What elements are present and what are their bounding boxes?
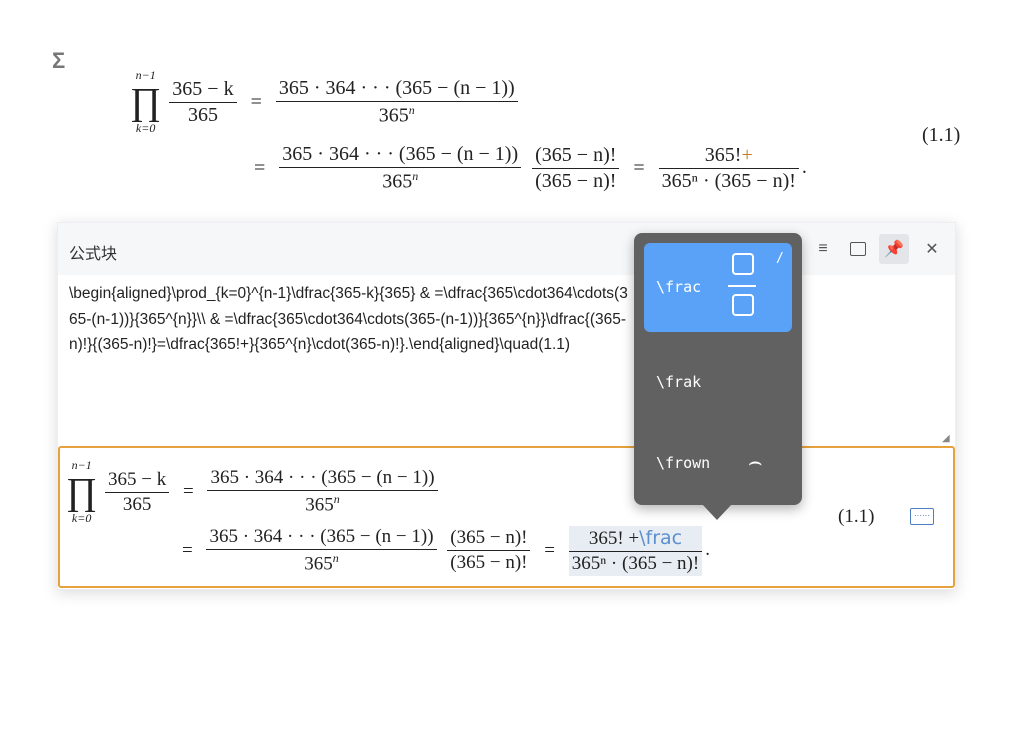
frac-num: 365! bbox=[704, 143, 742, 166]
frac-den: (365 − n)! bbox=[450, 552, 528, 574]
prod-symbol: ∏ bbox=[66, 471, 98, 513]
frac-num: 365 − k bbox=[169, 77, 237, 103]
align-icon[interactable]: ≡ bbox=[818, 240, 828, 257]
frac-num: 365! bbox=[588, 527, 624, 549]
frac-den: 365 bbox=[382, 170, 413, 193]
resize-handle[interactable]: ◢ bbox=[942, 433, 950, 444]
fraction-bar-icon bbox=[728, 285, 756, 287]
exponent: n bbox=[412, 169, 419, 183]
equals: = bbox=[250, 90, 262, 113]
formula-block-panel: 公式块 ≡ 📌 ✕ \begin{aligned}\prod_{k=0}^{n-… bbox=[57, 222, 956, 590]
latex-source-input[interactable]: \begin{aligned}\prod_{k=0}^{n-1}\dfrac{3… bbox=[69, 285, 628, 353]
frac-num: 365 · 364 · · · (365 − (n − 1)) bbox=[275, 76, 518, 102]
frac-den: 365 bbox=[304, 553, 333, 575]
item-label: \frown bbox=[656, 454, 711, 472]
prod-upper: n−1 bbox=[71, 458, 92, 472]
frac-den: 365ⁿ · (365 − n)! bbox=[571, 552, 700, 574]
prod-upper: n−1 bbox=[135, 68, 156, 82]
numerator-box-icon bbox=[732, 253, 754, 275]
frac-den: 365 bbox=[122, 493, 152, 515]
autocomplete-item-frac[interactable]: \frac / bbox=[644, 243, 792, 332]
frac-num: 365 − k bbox=[105, 468, 170, 493]
autocomplete-item-frak[interactable]: \frak bbox=[644, 373, 792, 403]
panel-header: 公式块 ≡ 📌 ✕ bbox=[58, 223, 955, 275]
item-shortcut: / bbox=[776, 251, 784, 266]
frac-num: 365 · 364 · · · (365 − (n − 1)) bbox=[206, 525, 437, 550]
item-label: \frak bbox=[656, 373, 702, 391]
prod-lower: k=0 bbox=[71, 511, 92, 525]
image-icon[interactable] bbox=[843, 234, 873, 264]
sigma-icon[interactable]: Σ bbox=[52, 48, 66, 73]
equation-number: (1.1) bbox=[838, 506, 875, 527]
frown-icon: ⌢ bbox=[748, 450, 763, 475]
item-label: \frac bbox=[656, 278, 702, 296]
prod-symbol: ∏ bbox=[130, 81, 162, 123]
panel-title: 公式块 bbox=[69, 246, 118, 263]
equals: = bbox=[544, 539, 555, 561]
exponent: n bbox=[332, 551, 339, 565]
preview-line-2: = 365 · 364 · · · (365 − (n − 1)) 365n (3… bbox=[176, 525, 710, 576]
equation-number: (1.1) bbox=[922, 124, 961, 146]
equation-line-2: = 365 · 364 · · · (365 − (n − 1))365n (3… bbox=[248, 142, 807, 195]
autocomplete-popup: \frac / \frak \frown ⌢ bbox=[634, 233, 802, 505]
frac-den: 365 bbox=[187, 103, 218, 126]
period: . bbox=[801, 155, 807, 178]
frac-den: (365 − n)! bbox=[535, 169, 617, 192]
close-icon[interactable]: ✕ bbox=[925, 241, 939, 258]
plus-sign: + bbox=[628, 527, 640, 549]
period: . bbox=[705, 539, 710, 561]
equals: = bbox=[182, 539, 193, 561]
autocomplete-item-frown[interactable]: \frown ⌢ bbox=[644, 450, 792, 484]
frac-num: (365 − n)! bbox=[447, 526, 531, 552]
keyboard-icon[interactable]: ⋯⋯ bbox=[910, 508, 934, 525]
exponent: n bbox=[408, 102, 415, 117]
prod-lower: k=0 bbox=[135, 121, 156, 135]
equals: = bbox=[183, 481, 194, 502]
frac-num: 365 · 364 · · · (365 − (n − 1)) bbox=[279, 142, 522, 168]
exponent: n bbox=[333, 492, 340, 507]
frac-den: 365 bbox=[305, 494, 334, 516]
popup-arrow bbox=[702, 504, 732, 520]
frac-den: 365ⁿ · (365 − n)! bbox=[661, 169, 796, 192]
frac-num: (365 − n)! bbox=[532, 143, 620, 169]
equals: = bbox=[254, 156, 266, 179]
typing-command: \frac bbox=[639, 526, 683, 549]
equals: = bbox=[633, 156, 645, 179]
frac-num: 365 · 364 · · · (365 − (n − 1)) bbox=[207, 466, 438, 492]
denominator-box-icon bbox=[732, 294, 754, 316]
pin-icon[interactable]: 📌 bbox=[879, 234, 909, 264]
frac-den: 365 bbox=[378, 104, 409, 127]
plus-sign: + bbox=[741, 143, 753, 166]
